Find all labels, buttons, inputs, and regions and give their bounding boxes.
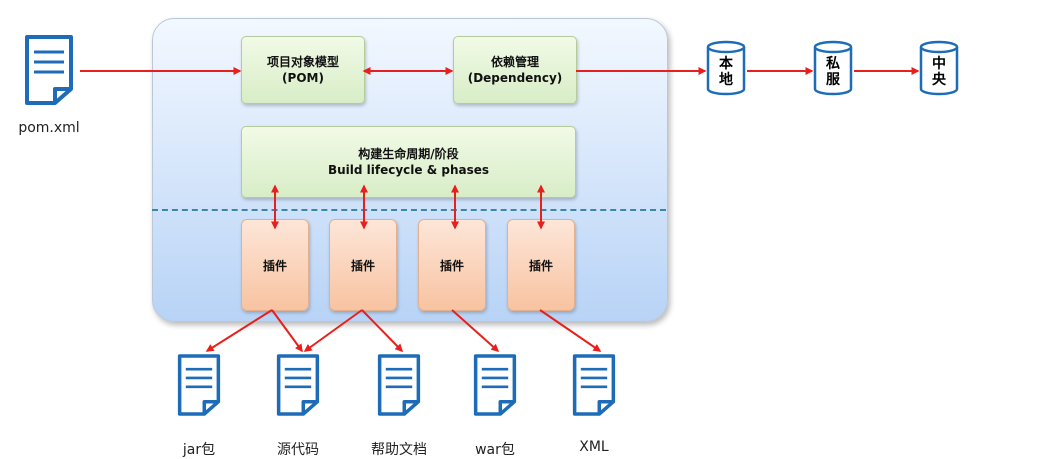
plugin-box: 插件 [418,219,486,311]
arrow-plugin2-to-docs [361,309,404,353]
plugin-label: 插件 [528,258,553,273]
local-repository-icon [706,40,746,96]
pom-box: 项目对象模型 (POM) [241,36,365,104]
arrow-plugin2-to-source [303,309,363,352]
plugin-box: 插件 [329,219,397,311]
arrow-plugin4-to-xml [539,309,602,352]
pom-file-label: pom.xml [18,120,80,136]
war-file-icon [473,354,517,416]
lifecycle-subtitle: Build lifecycle & phases [327,163,490,177]
pom-subtitle: (POM) [282,71,324,85]
jar-file-icon [177,354,221,416]
private-repository-label: 私服 [826,56,840,88]
dependency-title: 依赖管理 [490,55,539,69]
arrow-plugin1-to-source [271,309,303,353]
dashed-divider [152,209,666,211]
local-repository-label: 本地 [719,56,733,88]
central-repository-label: 中央 [932,56,946,88]
pom-title: 项目对象模型 [266,55,339,69]
pom-file-icon [25,35,73,105]
central-repository-icon [919,40,959,96]
lifecycle-title: 构建生命周期/阶段 [358,147,459,161]
xml-label: XML [579,439,609,455]
lifecycle-box: 构建生命周期/阶段 Build lifecycle & phases [241,126,576,198]
help-docs-file-icon [377,354,421,416]
xml-file-icon [572,354,616,416]
dependency-box: 依赖管理 (Dependency) [453,36,577,104]
arrow-plugin3-to-war [451,309,500,352]
dependency-subtitle: (Dependency) [467,71,563,85]
plugin-box: 插件 [507,219,575,311]
plugin-box: 插件 [241,219,309,311]
arrow-plugin1-to-jar [205,309,273,352]
source-code-file-icon [276,354,320,416]
plugin-label: 插件 [262,258,287,273]
plugin-label: 插件 [439,258,464,273]
plugin-label: 插件 [350,258,375,273]
private-repository-icon [813,40,853,96]
